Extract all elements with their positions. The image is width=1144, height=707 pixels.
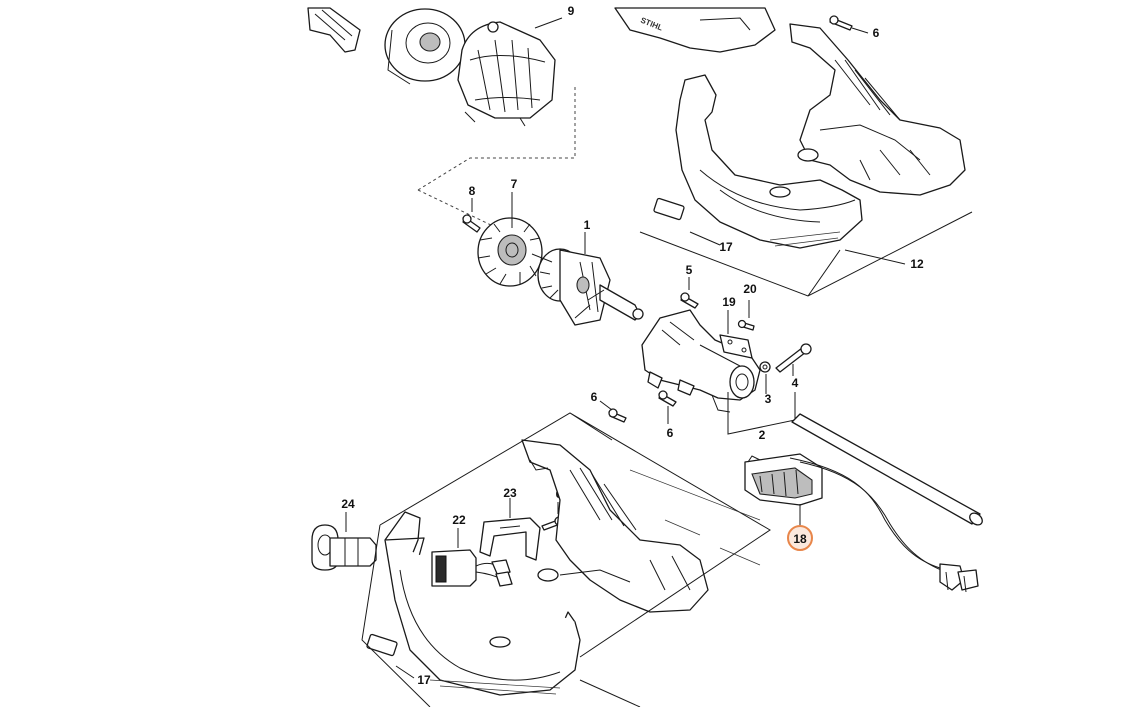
- part-7-fan-wheel[interactable]: [477, 217, 543, 287]
- callout-24[interactable]: 24: [341, 497, 355, 511]
- leader-6-middle-left: [599, 400, 613, 411]
- part-3-washer[interactable]: [759, 361, 771, 373]
- handle-housing-bottom: [521, 439, 709, 613]
- callout-19[interactable]: 19: [722, 295, 736, 309]
- callout-18-highlight[interactable]: 18: [787, 525, 813, 551]
- bracket-bottom-left: [361, 524, 431, 707]
- fan-shroud-partial: [307, 7, 361, 53]
- callout-20[interactable]: 20: [743, 282, 757, 296]
- bracket-bottom-diagonal: [629, 469, 761, 566]
- part-4-bolt[interactable]: [775, 343, 812, 373]
- callout-9[interactable]: 9: [568, 4, 575, 18]
- leader-9: [534, 17, 563, 29]
- callout-12[interactable]: 12: [910, 257, 924, 271]
- part-19-plate[interactable]: [719, 334, 753, 359]
- screw-20[interactable]: [737, 319, 755, 331]
- flywheel-disc: [384, 8, 466, 85]
- callout-22[interactable]: 22: [452, 513, 466, 527]
- part-12-handle-housing-right[interactable]: [789, 23, 966, 196]
- bracket-12: [639, 211, 973, 297]
- callout-23[interactable]: 23: [503, 486, 517, 500]
- leader-17-bottom: [395, 665, 415, 679]
- screw-5[interactable]: [680, 292, 699, 309]
- leader-6-top: [851, 27, 869, 34]
- part-17-handle-shell-top[interactable]: [653, 74, 863, 249]
- callout-8[interactable]: 8: [469, 184, 476, 198]
- part-22-connector[interactable]: [431, 549, 513, 587]
- screw-6-top[interactable]: [829, 15, 853, 31]
- part-1-motor[interactable]: [537, 248, 644, 326]
- gearbox-housing: [641, 309, 761, 413]
- callout-6-middle-left[interactable]: 6: [591, 390, 598, 404]
- bracket-bottom-right: [579, 679, 641, 707]
- callout-17-top[interactable]: 17: [719, 240, 733, 254]
- callout-2[interactable]: 2: [759, 428, 766, 442]
- part-23-clip[interactable]: [479, 517, 541, 561]
- part-18-switch-harness[interactable]: [744, 453, 979, 593]
- screw-8[interactable]: [462, 214, 481, 233]
- bracket-bottom-housing: [379, 412, 771, 658]
- callout-17-bottom[interactable]: 17: [417, 673, 431, 687]
- callout-7[interactable]: 7: [511, 177, 518, 191]
- part-24-cap[interactable]: [311, 524, 377, 571]
- top-housing-cover: STIHL: [614, 7, 776, 53]
- screw-6-middle-right[interactable]: [658, 390, 677, 407]
- callout-6-top[interactable]: 6: [873, 26, 880, 40]
- callout-18[interactable]: 18: [793, 532, 807, 546]
- screw-6-middle-left[interactable]: [608, 408, 627, 423]
- leader-17-top: [689, 231, 721, 246]
- callout-4[interactable]: 4: [792, 376, 799, 390]
- callout-1[interactable]: 1: [584, 218, 591, 232]
- part-9-fan-cover[interactable]: [457, 21, 556, 127]
- callout-5[interactable]: 5: [686, 263, 693, 277]
- callout-6-middle-right[interactable]: 6: [667, 426, 674, 440]
- callout-3[interactable]: 3: [765, 392, 772, 406]
- drive-tube: [791, 413, 983, 526]
